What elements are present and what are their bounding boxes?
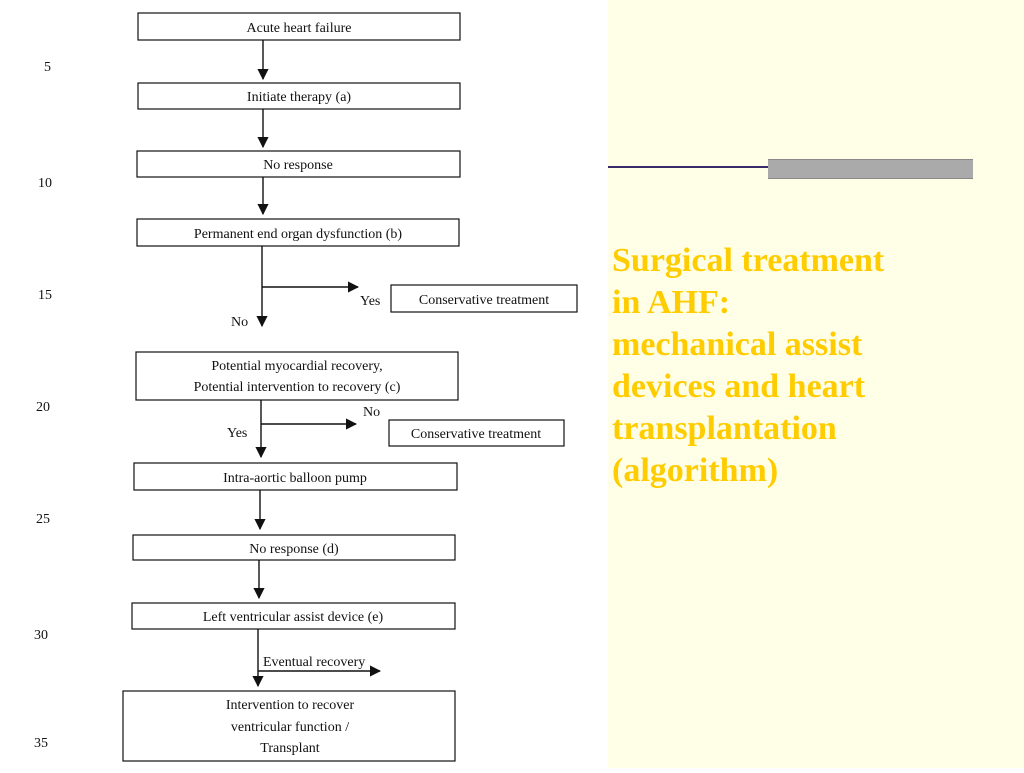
line-number: 10	[38, 176, 52, 191]
node-label: Intra-aortic balloon pump	[223, 471, 367, 486]
line-number: 20	[36, 400, 50, 415]
scanned-algorithm-panel: Acute heart failure Initiate therapy (a)…	[34, 12, 578, 762]
node-initiate-therapy: Initiate therapy (a)	[137, 82, 461, 110]
node-label: Conservative treatment	[419, 293, 549, 308]
title-line: in AHF:	[612, 284, 731, 321]
edge-label-eventual-recovery: Eventual recovery	[263, 655, 365, 670]
line-number: 30	[34, 628, 48, 643]
node-lvad: Left ventricular assist device (e)	[131, 602, 456, 630]
edge-label-yes: Yes	[360, 294, 380, 309]
node-label: Left ventricular assist device (e)	[203, 610, 384, 625]
node-permanent-end-organ-dysfunction: Permanent end organ dysfunction (b)	[136, 218, 460, 247]
node-label-line2: Potential intervention to recovery (c)	[194, 380, 401, 395]
node-potential-recovery: Potential myocardial recovery, Potential…	[135, 351, 459, 401]
node-acute-heart-failure: Acute heart failure	[137, 12, 461, 41]
node-intervention-transplant: Intervention to recover ventricular func…	[122, 690, 456, 762]
title-panel	[608, 0, 1024, 768]
node-no-response: No response	[136, 150, 461, 178]
node-intra-aortic-balloon-pump: Intra-aortic balloon pump	[133, 462, 458, 491]
title-line: Surgical treatment	[612, 242, 885, 279]
line-number: 15	[38, 288, 52, 303]
edge-label-no: No	[363, 405, 380, 420]
node-label: No response	[263, 158, 333, 173]
decorative-rule-thick	[768, 159, 973, 179]
line-number: 5	[44, 60, 51, 75]
flowchart: Acute heart failure Initiate therapy (a)…	[122, 12, 578, 762]
line-number: 35	[34, 736, 48, 751]
node-label: Conservative treatment	[411, 427, 541, 442]
node-no-response-d: No response (d)	[132, 534, 456, 561]
node-label-line2: ventricular function /	[231, 720, 349, 735]
node-label-line1: Intervention to recover	[226, 698, 355, 713]
node-label: No response (d)	[249, 542, 339, 557]
title-line: transplantation	[612, 410, 837, 447]
line-number: 25	[36, 512, 50, 527]
title-line: mechanical assist	[612, 326, 863, 363]
node-label: Permanent end organ dysfunction (b)	[194, 227, 402, 242]
title-line: (algorithm)	[612, 452, 779, 489]
title-line: devices and heart	[612, 368, 866, 405]
edge-label-yes: Yes	[227, 426, 247, 441]
slide-title: Surgical treatment in AHF: mechanical as…	[612, 240, 1012, 492]
edge-label-no: No	[231, 315, 248, 330]
node-conservative-treatment: Conservative treatment	[388, 419, 565, 447]
node-label-line1: Potential myocardial recovery,	[211, 359, 382, 374]
node-conservative-treatment: Conservative treatment	[390, 284, 578, 313]
node-label: Acute heart failure	[247, 21, 352, 36]
node-label-line3: Transplant	[260, 741, 319, 756]
node-label: Initiate therapy (a)	[247, 90, 352, 105]
